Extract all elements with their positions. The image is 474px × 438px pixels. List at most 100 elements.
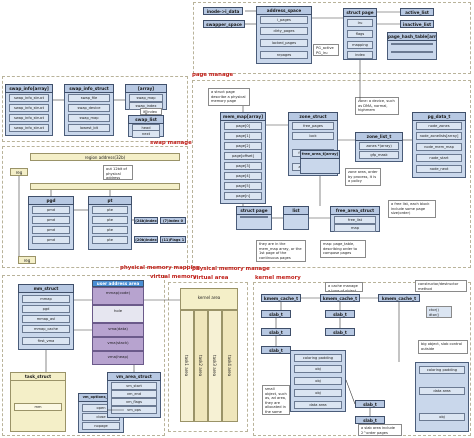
reg-box-bottom: reg <box>18 256 36 264</box>
address-space-field: locked_pages <box>260 39 308 47</box>
mapping-note: out 12bit of physical address <box>103 165 133 180</box>
task4-area: task4 area <box>222 310 238 422</box>
mem-map-box: mem_map[array] page[0] page[1] page[2] p… <box>220 112 266 204</box>
mem-map-page: page[1] <box>224 132 262 140</box>
physical-mapping-label: physical memory mapping <box>120 265 200 271</box>
physical-mapping-region <box>2 146 188 268</box>
ctor-dtor-box: ctor() dtor() <box>426 306 452 318</box>
user-area-code: mmap(code) <box>92 287 144 305</box>
swap-info-struct-box: swap_info_struct swap_file swap_device s… <box>64 84 114 136</box>
struct-page-field: flags <box>347 30 373 38</box>
reg-label: reg <box>23 258 31 263</box>
vm-options-field: nopage <box>82 422 120 430</box>
kernel-area-label: kernel area <box>197 295 221 300</box>
vm-area-struct-box: vm_area_struct vm_start vm_end vm_flags … <box>107 372 161 418</box>
zone-list-field: zones *(array) <box>359 142 399 150</box>
mem-map-page: page[0] <box>224 122 262 130</box>
pg-data-header: pg_data_t <box>412 112 466 121</box>
swap-info-entry: swap_info_struct <box>9 104 49 112</box>
swap-info-entry: swap_info_struct <box>9 114 49 122</box>
pgd-field: pmd <box>32 236 70 244</box>
swap-list-header: swap_list <box>128 115 164 124</box>
task2-area: task2 area <box>194 310 208 422</box>
slab-t-6: slab_t <box>355 400 385 408</box>
hash-slot <box>391 51 433 53</box>
pt-field: pte <box>92 236 128 244</box>
user-area-header: user address area <box>92 280 144 287</box>
slab-obj: obj <box>294 365 342 373</box>
zone-field: lock <box>292 132 334 140</box>
swap-info-entry: swap_info_struct <box>9 124 49 132</box>
slab-t-5: slab_t <box>325 328 355 336</box>
zone-struct-header: zone_struct <box>288 112 338 121</box>
swapper-space-box: swapper_space <box>203 20 245 28</box>
kmem-cache-1: kmem_cache_t <box>261 294 301 302</box>
pg-data-field: node_mem_map <box>416 143 462 151</box>
pt-header: pt <box>88 196 132 205</box>
sis-field: swap_map <box>68 114 110 122</box>
slab-area-2: coloring padding data area obj <box>415 362 469 432</box>
swap-array-header: [array] <box>125 84 167 93</box>
region-address-label: region address(32b) <box>84 155 126 160</box>
pg-data-field: node_next <box>416 165 462 173</box>
pg-active-note: PG_active PG_lru <box>313 44 339 56</box>
swap-manage-region <box>2 76 188 142</box>
task-mm-field: mm <box>14 403 62 411</box>
mem-map-array-note: they are in the mem_map array, or the 1s… <box>256 240 306 262</box>
struct-page-top-header: struct page <box>343 8 377 17</box>
slab-t-7: slab_t <box>355 416 385 424</box>
slab-obj: obj <box>419 413 465 421</box>
pt-field: pte <box>92 226 128 234</box>
list-box: list <box>283 206 309 230</box>
virtual-area-region <box>168 282 248 432</box>
mem-map-page: page[3] <box>224 162 262 170</box>
cache-note: a cache manage a type of object <box>325 282 363 292</box>
struct-page-mid-field <box>240 216 268 218</box>
slab-t-1: slab_t <box>261 310 291 318</box>
address-space-field: dirty_pages <box>260 27 308 35</box>
mem-map-page: page[4] <box>224 172 262 180</box>
index-box-4: (11)Flags 1 <box>160 236 186 243</box>
list-header: list <box>283 206 309 215</box>
task2-label: task2 area <box>198 355 203 377</box>
connector-line <box>345 379 356 405</box>
sis-field: swap_file <box>68 94 110 102</box>
zone-list-field: gfp_mask <box>359 151 399 159</box>
free-area-field: map <box>334 224 376 232</box>
pt-field: pte <box>92 216 128 224</box>
address-space-box: address_space i_pages dirty_pages locked… <box>256 6 312 64</box>
page-manage-region <box>193 2 471 74</box>
zone-note: zone: a device, such as DMA, normal, hig… <box>355 97 399 115</box>
struct-page-mid-box: struct page <box>236 206 272 230</box>
virtual-memory-label: virtual memory <box>150 274 197 280</box>
swap-list-field: next <box>132 130 160 138</box>
pt-box: pt pte pte pte pte <box>88 196 132 250</box>
slab-data-area: data area <box>294 401 342 409</box>
pgd-field: pmd <box>32 226 70 234</box>
zone-list-header: zone_list_t <box>355 132 403 141</box>
swap-array-box: [array] swap_map swap_index <box>125 84 167 110</box>
coloring-padding: coloring padding <box>294 354 342 362</box>
kmem-cache-3: kmem_cache_t <box>378 294 420 302</box>
swap-info-struct-header: swap_info_struct <box>64 84 114 93</box>
swap-array-field: swap_map <box>129 94 163 102</box>
virtual-memory-region <box>2 275 165 436</box>
free-list-note: a free list, each block include some pag… <box>388 200 436 218</box>
mem-map-header: mem_map[array] <box>220 112 266 121</box>
task3-area: task3 area <box>208 310 222 422</box>
task3-label: task3 area <box>212 355 217 377</box>
user-area-hole: hole <box>92 305 144 323</box>
page-hash-table-header: page_hash_table[array] <box>387 32 437 41</box>
user-area-heap: vma(heap) <box>92 351 144 365</box>
physical-manage-region <box>192 80 471 268</box>
pg-data-field: node_start <box>416 154 462 162</box>
index-bar <box>30 183 180 190</box>
kmem-cache-2: kmem_cache_t <box>320 294 360 302</box>
address-space-field: i_pages <box>260 16 308 24</box>
coloring-padding: coloring padding <box>419 366 465 374</box>
task4-label: task4 area <box>227 355 232 377</box>
slab-obj: obj <box>294 389 342 397</box>
index-box-1: (24b)index <box>134 217 158 224</box>
vma-field: vm_start <box>111 382 157 390</box>
